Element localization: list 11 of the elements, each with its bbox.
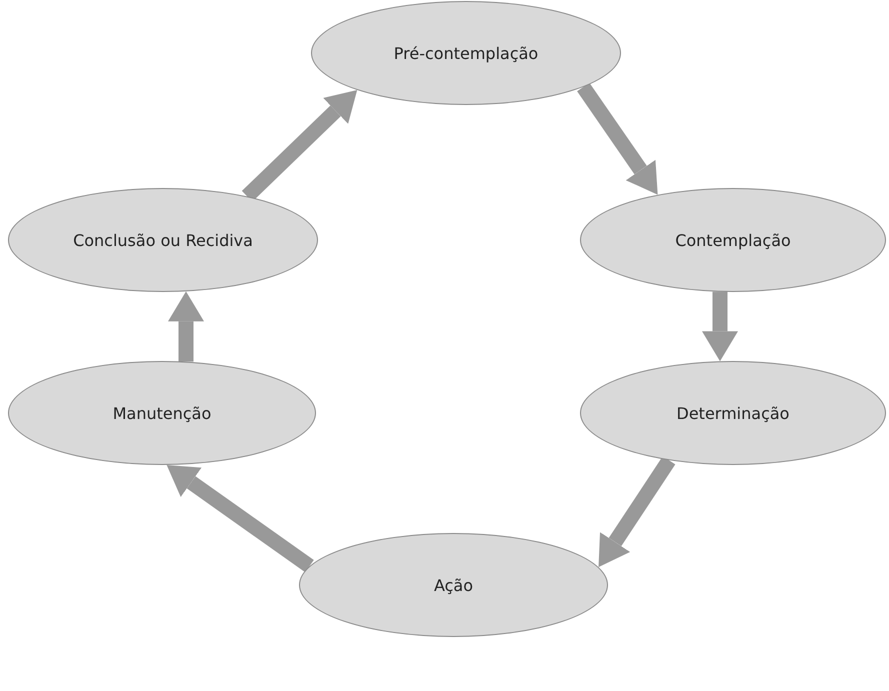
stage-label: Contemplação [675, 230, 791, 250]
block-arrow [168, 291, 204, 362]
stage-label: Determinação [676, 404, 790, 422]
stage-label: Manutenção [112, 404, 212, 422]
stage-label: Conclusão ou Recidiva [73, 230, 253, 250]
stage-label: Pré-contemplação [394, 44, 538, 62]
block-arrow [598, 456, 676, 568]
stage-label: Ação [434, 576, 474, 594]
block-arrow [702, 292, 738, 362]
block-arrow [166, 464, 314, 572]
block-arrow [577, 82, 658, 195]
